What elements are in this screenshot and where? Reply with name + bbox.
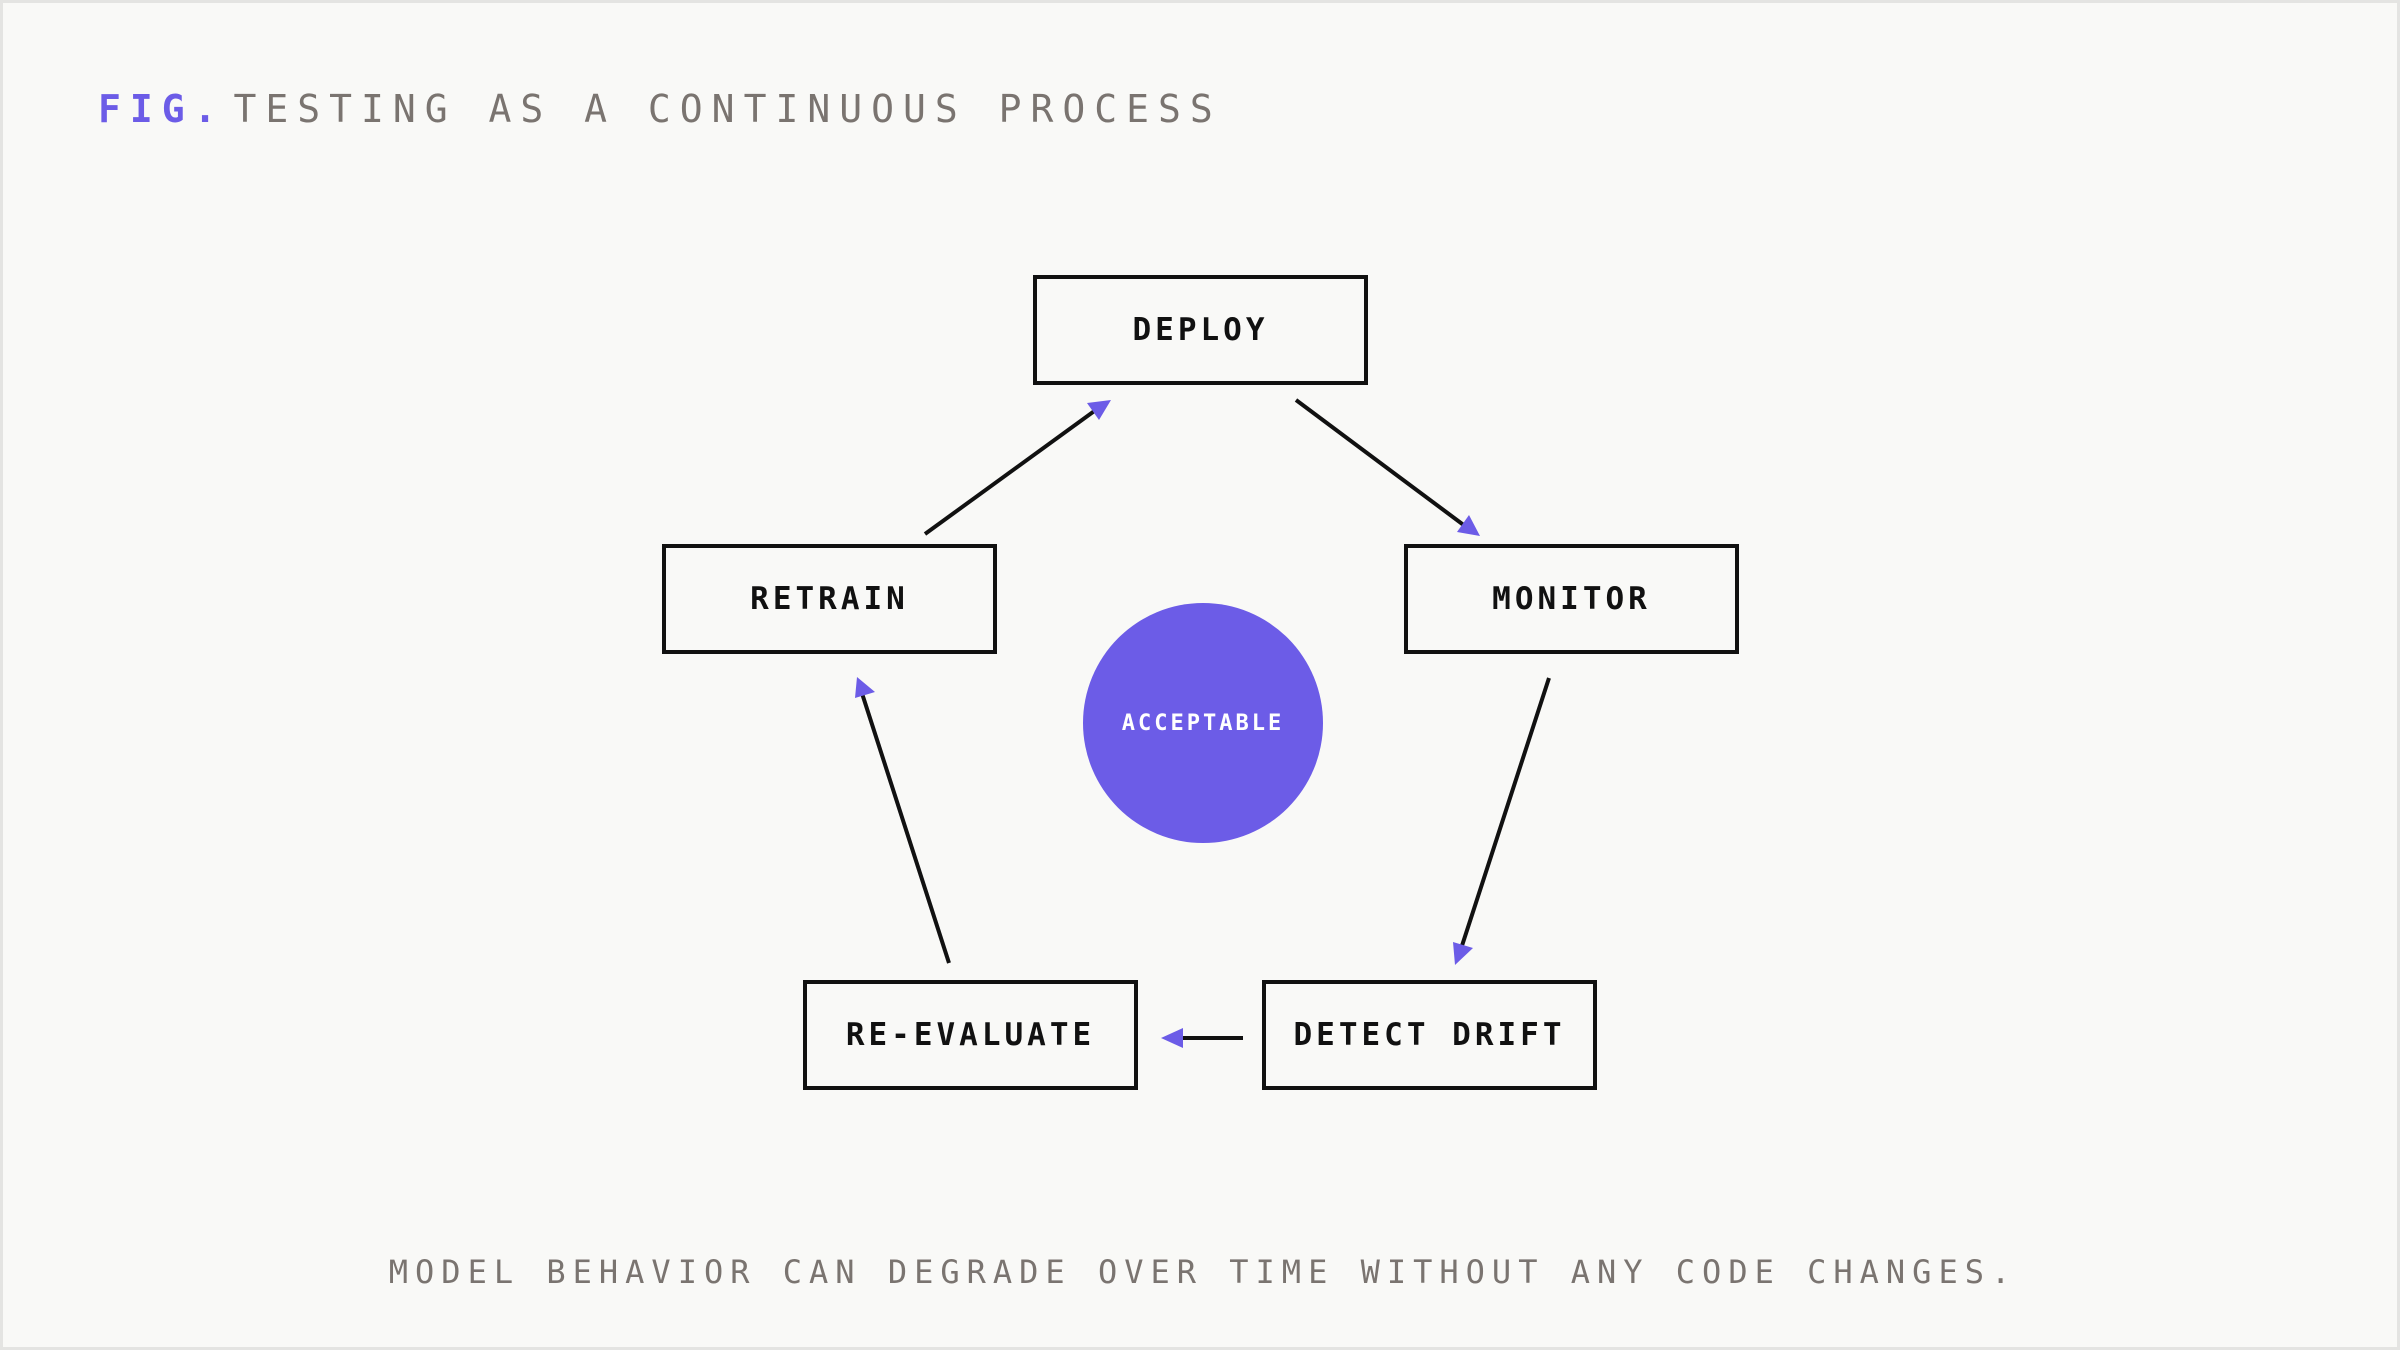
- stage-retrain-label: RETRAIN: [750, 581, 909, 617]
- edge-monitor-to-detect-drift: [1456, 677, 1551, 959]
- cycle-edges: [855, 398, 1551, 1048]
- stage-monitor: MONITOR: [1404, 544, 1739, 654]
- stage-detect-drift: DETECT DRIFT: [1262, 980, 1597, 1090]
- edge-deploy-to-monitor: [1294, 398, 1475, 534]
- stage-re-evaluate: RE-EVALUATE: [803, 980, 1138, 1090]
- figure-title-text: TESTING AS A CONTINUOUS PROCESS: [233, 87, 1222, 131]
- figure-title: FIG.TESTING AS A CONTINUOUS PROCESS: [98, 87, 1222, 131]
- edge-retrain-to-deploy: [923, 402, 1106, 536]
- arrowhead-detect-drift: [1453, 942, 1473, 965]
- arrowhead-monitor: [1457, 515, 1480, 536]
- acceptable-hub: ACCEPTABLE: [1083, 603, 1323, 843]
- figure-caption: MODEL BEHAVIOR CAN DEGRADE OVER TIME WIT…: [388, 1253, 2018, 1291]
- arrowhead-retrain: [855, 677, 875, 698]
- stage-deploy: DEPLOY: [1033, 275, 1368, 385]
- arrowhead-deploy: [1087, 400, 1111, 420]
- edge-re-evaluate-to-retrain: [857, 683, 951, 964]
- stage-retrain: RETRAIN: [662, 544, 997, 654]
- stage-monitor-label: MONITOR: [1492, 581, 1651, 617]
- figure-prefix: FIG.: [98, 87, 226, 131]
- acceptable-hub-label: ACCEPTABLE: [1121, 710, 1285, 736]
- stage-detect-drift-label: DETECT DRIFT: [1293, 1017, 1566, 1053]
- arrowhead-re-evaluate: [1161, 1028, 1183, 1048]
- stage-deploy-label: DEPLOY: [1132, 312, 1269, 348]
- stage-re-evaluate-label: RE-EVALUATE: [845, 1017, 1096, 1053]
